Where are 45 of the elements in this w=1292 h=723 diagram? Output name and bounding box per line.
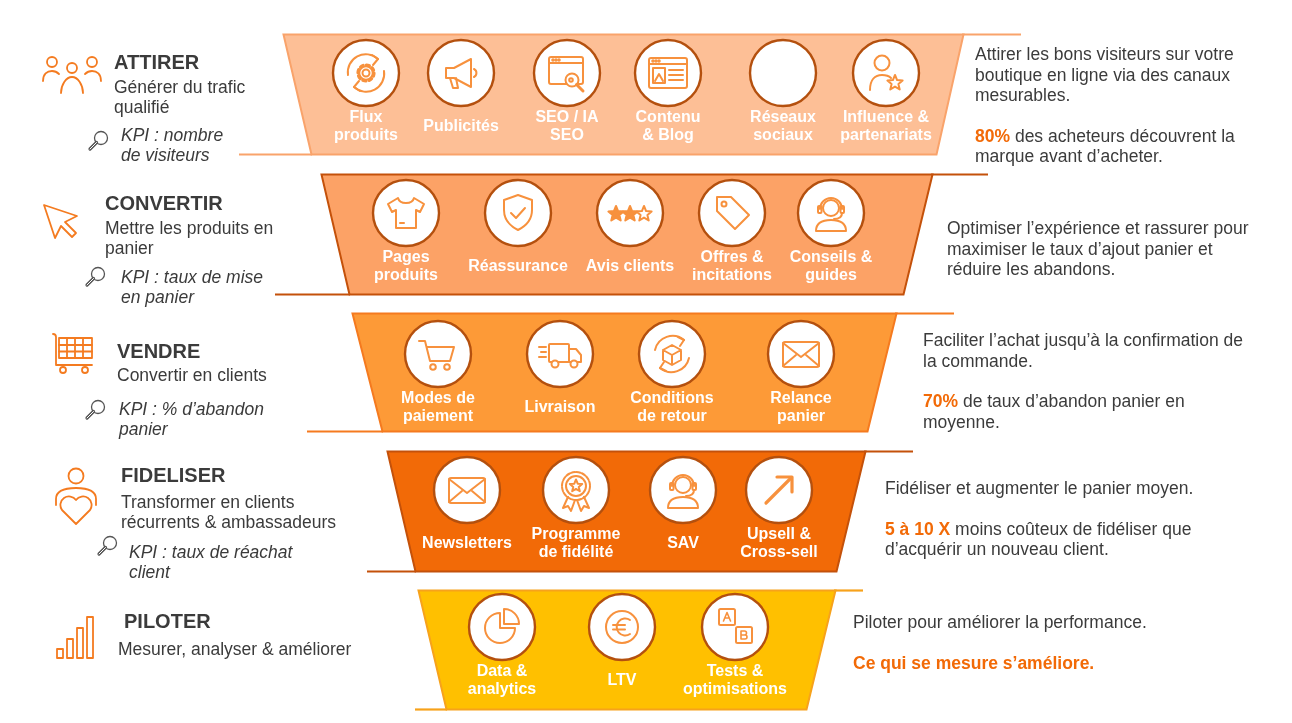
item-label: Programme de fidélité	[530, 525, 622, 561]
item-label: SAV	[667, 534, 699, 552]
kpi-text: KPI : % d’abandon panier	[119, 399, 265, 439]
item-label: Tests & optimisations	[682, 662, 788, 698]
item-label: LTV	[607, 671, 637, 689]
description-text: Faciliter l’achat jusqu’à la confirmation de la commande.	[923, 330, 1245, 371]
stage-subtitle: Transformer en clients récurrents & ambassadeurs	[121, 492, 337, 532]
kpi-text: KPI : taux de réachat client	[129, 542, 294, 582]
stat-text: 70% de taux d’abandon panier en moyenne.	[923, 391, 1186, 432]
kpi-text: KPI : nombre de visiteurs	[121, 125, 225, 165]
item-label: Pages produits	[373, 248, 439, 284]
item-label: Réseaux sociaux	[749, 108, 817, 144]
item-label: Conseils & guides	[788, 248, 874, 284]
item-label: Livraison	[524, 398, 596, 416]
item-label: Contenu & Blog	[634, 108, 702, 144]
stage-title: CONVERTIR	[105, 192, 223, 214]
description-text: Piloter pour améliorer la performance.	[853, 612, 1147, 633]
description-text: Optimiser l’expérience et rassurer pour maximiser le taux d’ajout panier et réduire les abandons.	[947, 218, 1250, 280]
item-label: Réassurance	[468, 257, 568, 275]
stage-title: FIDELISER	[121, 464, 226, 486]
stage-subtitle: Mesurer, analyser & améliorer	[118, 639, 352, 659]
stage-subtitle: Générer du trafic qualifié	[114, 77, 247, 117]
item-label: Publicités	[423, 117, 499, 135]
item-label: Conditions de retour	[629, 389, 715, 425]
item-label: SEO / IA SEO	[534, 108, 600, 144]
stage-title: ATTIRER	[114, 51, 200, 73]
item-label: Flux produits	[333, 108, 399, 144]
stat-text: 5 à 10 X moins coûteux de fidéliser que d’acquérir un nouveau client.	[885, 518, 1193, 560]
stage-subtitle: Mettre les produits en panier	[105, 218, 275, 258]
item-label: Influence & partenariats	[839, 108, 933, 144]
description-text: Attirer les bons visiteurs sur votre boutique en ligne via des canaux mesurables.	[975, 44, 1235, 106]
stage-subtitle: Convertir en clients	[117, 365, 267, 385]
item-label: Newsletters	[422, 534, 512, 552]
description-text: Fidéliser et augmenter le panier moyen.	[885, 478, 1194, 499]
stat-text: Ce qui se mesure s’améliore.	[853, 652, 1095, 673]
stage-title: PILOTER	[124, 610, 211, 632]
item-label: Relance panier	[769, 389, 833, 425]
kpi-text: KPI : taux de mise en panier	[121, 267, 264, 307]
item-label: Upsell & Cross-sell	[739, 525, 819, 561]
item-label: Data & analytics	[466, 662, 538, 698]
item-label: Avis clients	[585, 257, 675, 275]
stat-text: 80% des acheteurs découvrent la marque avant d’acheter.	[975, 125, 1236, 167]
item-label: Modes de paiement	[400, 389, 476, 425]
stage-title: VENDRE	[117, 340, 201, 362]
item-label: Offres & incitations	[691, 248, 773, 284]
